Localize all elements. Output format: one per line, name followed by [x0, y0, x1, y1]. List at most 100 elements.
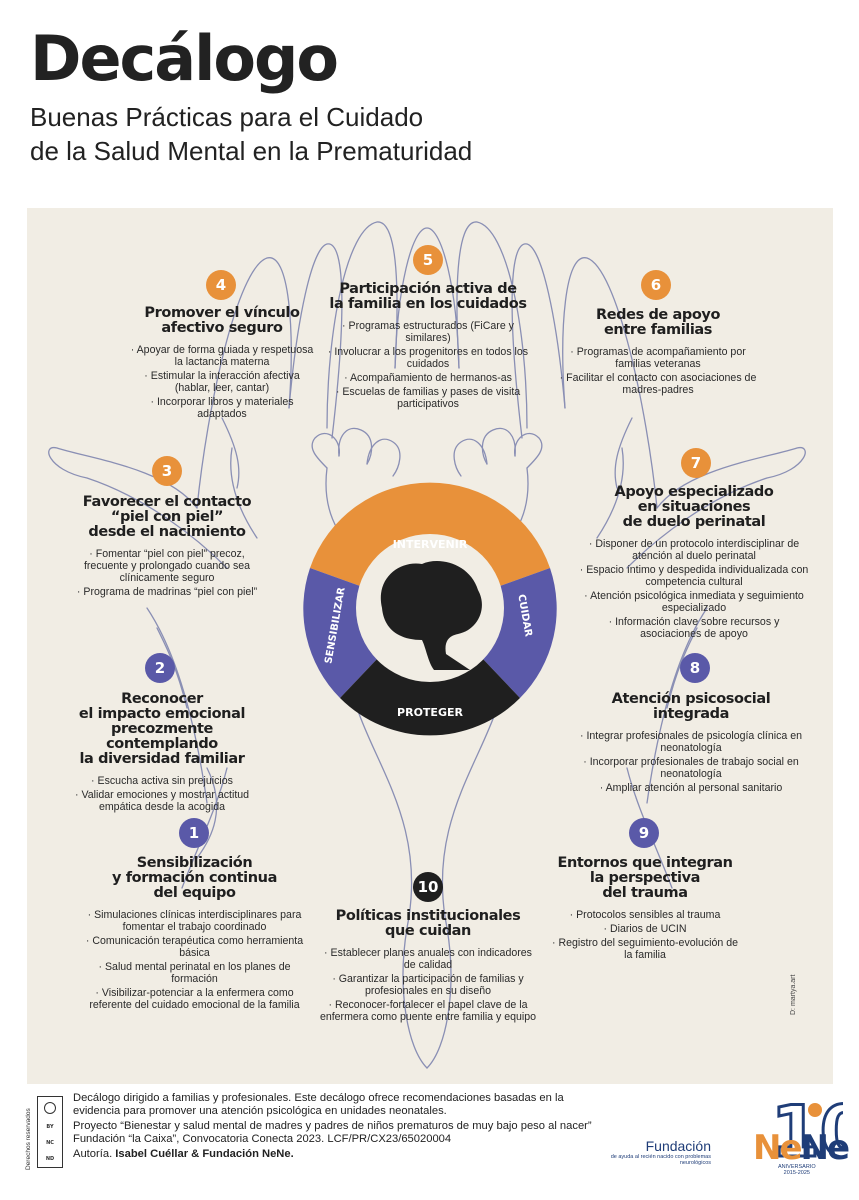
cc-nd-tag: ND	[45, 1156, 55, 1162]
logo-nene: NeNe	[753, 1128, 850, 1168]
list-item: Fomentar “piel con piel” precoz, frecuen…	[67, 548, 267, 584]
list-item: Apoyar de forma guiada y respetuosa la l…	[127, 344, 317, 368]
cc-by-tag: BY	[46, 1124, 54, 1130]
section-number-7: 7	[681, 448, 711, 478]
list-item: Diarios de UCIN	[551, 923, 739, 935]
wheel-segment-cuidar	[482, 568, 557, 698]
sun-icon	[808, 1103, 822, 1117]
section-6-list: Programas de acompañamiento por familias…	[553, 346, 763, 396]
logo-anniversary: ANIVERSARIO 2015-2025	[778, 1164, 816, 1176]
section-number-2: 2	[145, 653, 175, 683]
footer-project: Proyecto “Bienestar y salud mental de ma…	[73, 1120, 592, 1145]
list-item: Escucha activa sin prejuicios	[57, 775, 267, 787]
section-9-list: Protocolos sensibles al trauma Diarios d…	[551, 909, 739, 961]
section-10-list: Establecer planes anuales con indicadore…	[317, 947, 539, 1023]
wheel-segment-proteger	[340, 658, 520, 736]
brain-icon	[380, 561, 482, 670]
list-item: Facilitar el contacto con asociaciones d…	[553, 372, 763, 396]
section-5-list: Programas estructurados (FiCare y simila…	[327, 320, 529, 410]
cc-icons: BY NC ND	[37, 1096, 63, 1168]
cc-nc-tag: NC	[46, 1140, 54, 1146]
footer-authorship: Autoría. Isabel Cuéllar & Fundación NeNe…	[73, 1148, 294, 1160]
list-item: Espacio íntimo y despedida individualiza…	[579, 564, 809, 588]
section-number-9: 9	[629, 818, 659, 848]
list-item: Establecer planes anuales con indicadore…	[317, 947, 539, 971]
list-item: Escuelas de familias y pases de visita p…	[327, 386, 529, 410]
section-3: Favorecer el contacto“piel con piel”desd…	[67, 495, 267, 600]
list-item: Validar emociones y mostrar actitud empá…	[57, 789, 267, 813]
decalogue-panel: INTERVENIR PROTEGER SENSIBILIZAR CUIDAR …	[27, 208, 833, 1084]
wheel-label-top: INTERVENIR	[393, 538, 468, 551]
list-item: Simulaciones clínicas interdisciplinares…	[77, 909, 312, 933]
fundacion-nene-logo: 10 Fundación de ayuda al recién nacido c…	[611, 1088, 850, 1180]
footer-description: Decálogo dirigido a familias y profesion…	[73, 1092, 564, 1117]
section-4-list: Apoyar de forma guiada y respetuosa la l…	[127, 344, 317, 420]
list-item: Ampliar atención al personal sanitario	[575, 782, 807, 794]
list-item: Disponer de un protocolo interdisciplina…	[579, 538, 809, 562]
design-credit: D: martya.art	[790, 974, 797, 1015]
anniversary-ten-icon: 10	[770, 1090, 844, 1175]
footer-text: Decálogo dirigido a familias y profesion…	[73, 1092, 613, 1164]
list-item: Acompañamiento de hermanos-as	[327, 372, 529, 384]
list-item: Reconocer-fortalecer el papel clave de l…	[317, 999, 539, 1023]
list-item: Visibilizar-potenciar a la enfermera com…	[77, 987, 312, 1011]
hands-illustration: INTERVENIR PROTEGER SENSIBILIZAR CUIDAR	[48, 221, 806, 1069]
cc-license-badge: Derechos reservados BY NC ND	[25, 1092, 71, 1172]
page-subtitle: Buenas Prácticas para el Cuidado de la S…	[30, 100, 590, 168]
logo-tagline: de ayuda al recién nacido con problemas …	[610, 1154, 711, 1166]
list-item: Incorporar libros y materiales adaptados	[127, 396, 317, 420]
subtitle-line-1: Buenas Prácticas para el Cuidado	[30, 102, 424, 132]
section-number-1: 1	[179, 818, 209, 848]
section-number-8: 8	[680, 653, 710, 683]
section-2-list: Escucha activa sin prejuicios Validar em…	[57, 775, 267, 813]
wheel-segment-sensibilizar	[303, 568, 378, 698]
cc-icon	[44, 1102, 56, 1114]
section-1-list: Simulaciones clínicas interdisciplinares…	[77, 909, 312, 1011]
list-item: Involucrar a los progenitores en todos l…	[327, 346, 529, 370]
list-item: Incorporar profesionales de trabajo soci…	[575, 756, 807, 780]
list-item: Salud mental perinatal en los planes de …	[77, 961, 312, 985]
wheel-label-bottom: PROTEGER	[397, 706, 463, 719]
list-item: Programas de acompañamiento por familias…	[553, 346, 763, 370]
list-item: Integrar profesionales de psicología clí…	[575, 730, 807, 754]
logo-text: Fundación de ayuda al recién nacido con …	[591, 1138, 711, 1166]
list-item: Protocolos sensibles al trauma	[551, 909, 739, 921]
list-item: Atención psicológica inmediata y seguimi…	[579, 590, 809, 614]
section-3-list: Fomentar “piel con piel” precoz, frecuen…	[67, 548, 267, 598]
rights-label: Derechos reservados	[25, 1108, 32, 1170]
page-title: Decálogo	[30, 22, 339, 95]
wheel-diagram: INTERVENIR PROTEGER SENSIBILIZAR CUIDAR	[303, 482, 557, 736]
list-item: Programa de madrinas “piel con piel”	[67, 586, 267, 598]
list-item: Información clave sobre recursos y asoci…	[579, 616, 809, 640]
section-number-4: 4	[206, 270, 236, 300]
section-number-3: 3	[152, 456, 182, 486]
footer: Derechos reservados BY NC ND Decálogo di…	[25, 1088, 850, 1178]
section-8-list: Integrar profesionales de psicología clí…	[575, 730, 807, 794]
ten-number: 10	[771, 1091, 843, 1173]
list-item: Registro del seguimiento-evolución de la…	[551, 937, 739, 961]
section-7-list: Disponer de un protocolo interdisciplina…	[579, 538, 809, 640]
section-number-5: 5	[413, 245, 443, 275]
subtitle-line-2: de la Salud Mental en la Prematuridad	[30, 136, 473, 166]
list-item: Comunicación terapéutica como herramient…	[77, 935, 312, 959]
section-3-title: Favorecer el contacto“piel con piel”desd…	[82, 494, 252, 540]
logo-fundacion: Fundación	[645, 1138, 711, 1154]
list-item: Programas estructurados (FiCare y simila…	[327, 320, 529, 344]
list-item: Estimular la interacción afectiva (habla…	[127, 370, 317, 394]
